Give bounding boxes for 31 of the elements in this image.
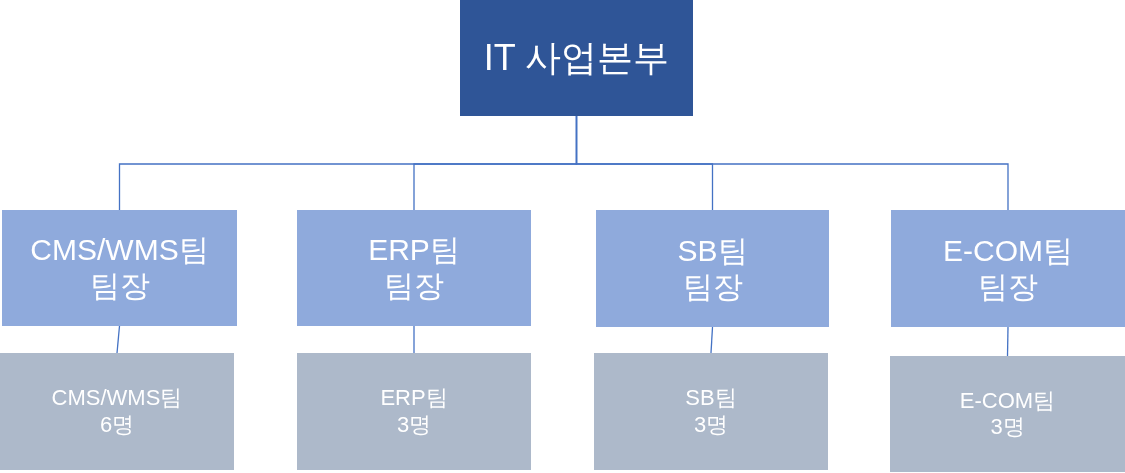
connector-line xyxy=(413,325,415,354)
division-name: IT 사업본부 xyxy=(483,36,670,80)
headcount: 3명 xyxy=(693,411,729,438)
team-name: E-COM팀 xyxy=(943,232,1073,269)
division-box xyxy=(460,0,693,116)
team-name: E-COM팀 xyxy=(959,387,1056,414)
connector-line xyxy=(1006,326,1009,357)
position-title: 팀장 xyxy=(978,268,1038,305)
connector-line xyxy=(116,325,121,354)
team-members-box xyxy=(890,356,1125,472)
team-members-box xyxy=(297,353,531,470)
headcount: 3명 xyxy=(990,414,1025,441)
team-name: ERP팀 xyxy=(368,232,460,268)
team-leader-box xyxy=(596,210,829,327)
team-leader-box xyxy=(297,210,531,326)
position-title: 팀장 xyxy=(682,268,743,305)
team-members-box xyxy=(0,353,234,470)
team-name: CMS/WMS팀 xyxy=(30,232,209,268)
team-name: SB팀 xyxy=(677,232,748,269)
position-title: 팀장 xyxy=(384,268,444,304)
team-leader-box xyxy=(2,210,237,326)
headcount: 3명 xyxy=(396,411,432,438)
team-members-box xyxy=(594,353,828,470)
position-title: 팀장 xyxy=(89,268,150,304)
team-name: ERP팀 xyxy=(380,385,448,412)
headcount: 6명 xyxy=(99,411,135,438)
connector-line xyxy=(710,326,714,354)
connector-line xyxy=(575,115,1009,211)
team-name: CMS/WMS팀 xyxy=(51,385,183,412)
team-leader-box xyxy=(891,210,1125,327)
team-name: SB팀 xyxy=(685,385,737,412)
